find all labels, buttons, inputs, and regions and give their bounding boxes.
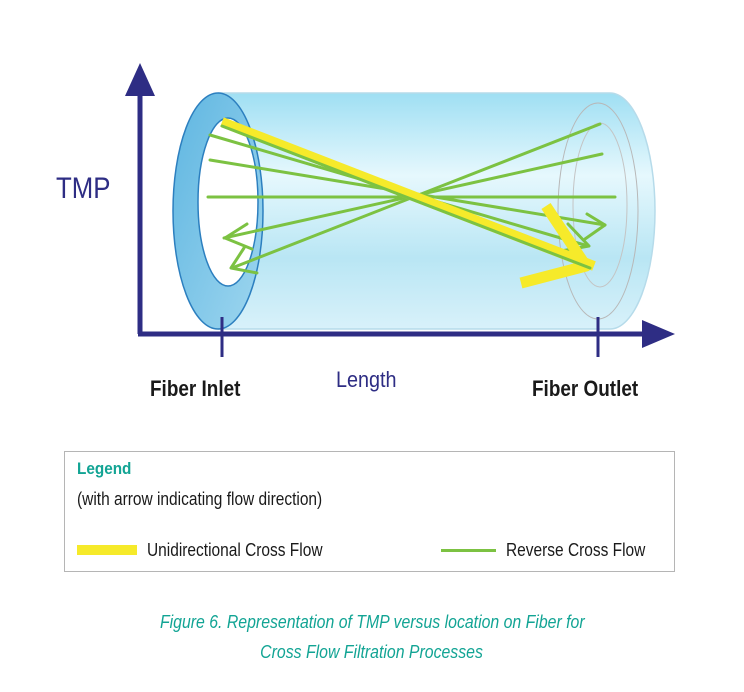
tube-body xyxy=(218,93,655,329)
legend-item-unidirectional: Unidirectional Cross Flow xyxy=(77,539,351,561)
caption-text-2: Cross Flow Filtration Processes xyxy=(260,642,484,662)
reverse-swatch xyxy=(441,548,496,552)
legend: Legend (with arrow indicating flow direc… xyxy=(64,451,675,572)
unidirectional-flow-arrowhead xyxy=(519,202,592,289)
y-axis-arrow-icon xyxy=(125,63,155,96)
legend-title: Legend xyxy=(77,459,132,478)
tube-outline xyxy=(218,92,656,330)
unidirectional-swatch xyxy=(77,545,137,555)
unidirectional-cross-flow xyxy=(220,117,596,289)
axes xyxy=(125,63,675,357)
legend-item-reverse: Reverse Cross Flow xyxy=(441,539,668,561)
fiber-diagram xyxy=(125,63,675,357)
fiber-inlet-label: Fiber Inlet xyxy=(150,376,241,401)
legend-label-unidirectional: Unidirectional Cross Flow xyxy=(147,539,323,560)
green-overlay-line xyxy=(220,124,592,270)
x-axis-arrow-icon xyxy=(642,320,675,348)
reverse-flow-arrowhead xyxy=(229,246,259,275)
figure-caption-line-1: Figure 6. Representation of TMP versus l… xyxy=(0,612,744,633)
reverse-flow-arrowhead xyxy=(583,212,607,241)
y-axis-label: TMP xyxy=(56,172,111,205)
reverse-flow-arrowhead xyxy=(223,222,254,251)
caption-text-1: Figure 6. Representation of TMP versus l… xyxy=(159,612,585,632)
figure-caption-line-2: Cross Flow Filtration Processes xyxy=(0,642,744,663)
legend-subtitle: (with arrow indicating flow direction) xyxy=(77,489,323,509)
fiber-outlet-label: Fiber Outlet xyxy=(532,376,639,401)
legend-label-reverse: Reverse Cross Flow xyxy=(506,539,646,560)
x-axis-label: Length xyxy=(336,367,397,392)
unidirectional-flow-line xyxy=(220,117,596,271)
